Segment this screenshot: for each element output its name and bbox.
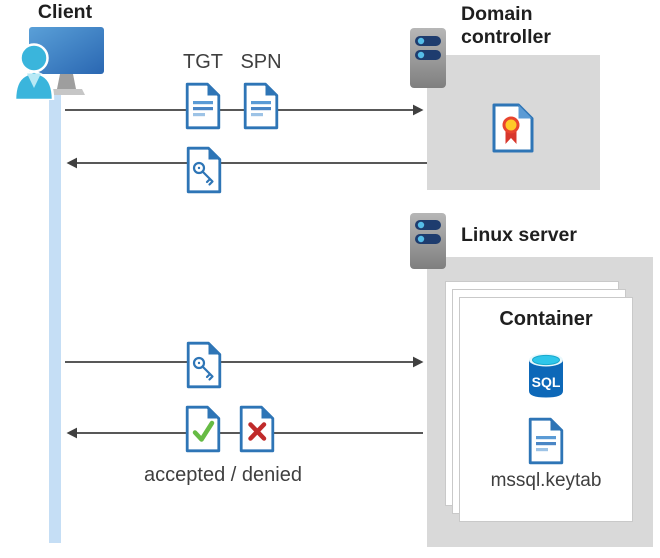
container-title: Container bbox=[499, 308, 593, 330]
monitor-stand bbox=[57, 74, 76, 89]
sql-database-icon: SQL bbox=[529, 353, 563, 398]
denied-ticket-icon bbox=[239, 405, 275, 453]
linux-server-title: Linux server bbox=[461, 224, 577, 246]
certificate-icon bbox=[492, 103, 534, 153]
keytab-label: mssql.keytab bbox=[490, 470, 602, 491]
tgt-ticket-icon bbox=[185, 82, 221, 130]
key-ticket-icon bbox=[186, 341, 222, 389]
linux-server-icon bbox=[410, 213, 446, 269]
client-title: Client bbox=[37, 1, 93, 23]
client-session-bar bbox=[49, 94, 61, 543]
monitor-base bbox=[48, 89, 85, 95]
person-head-icon bbox=[19, 43, 49, 73]
accepted-ticket-icon bbox=[185, 405, 221, 453]
keytab-file-icon bbox=[528, 417, 564, 465]
arrowhead-left-icon bbox=[66, 427, 77, 439]
domain-controller-server-icon bbox=[410, 28, 446, 88]
accepted-denied-label: accepted / denied bbox=[144, 464, 302, 486]
arrowhead-right-icon bbox=[413, 104, 424, 116]
arrowhead-right-icon bbox=[413, 356, 424, 368]
spn-ticket-icon bbox=[243, 82, 279, 130]
sql-label: SQL bbox=[532, 374, 561, 390]
person-collar bbox=[27, 73, 41, 88]
domain-controller-title: Domain controller bbox=[461, 3, 551, 48]
arrowhead-left-icon bbox=[66, 157, 77, 169]
key-ticket-icon bbox=[186, 146, 222, 194]
tgt-label: TGT bbox=[183, 51, 223, 73]
container-card bbox=[459, 297, 633, 522]
spn-label: SPN bbox=[240, 51, 282, 73]
client-user-icon bbox=[13, 27, 104, 100]
